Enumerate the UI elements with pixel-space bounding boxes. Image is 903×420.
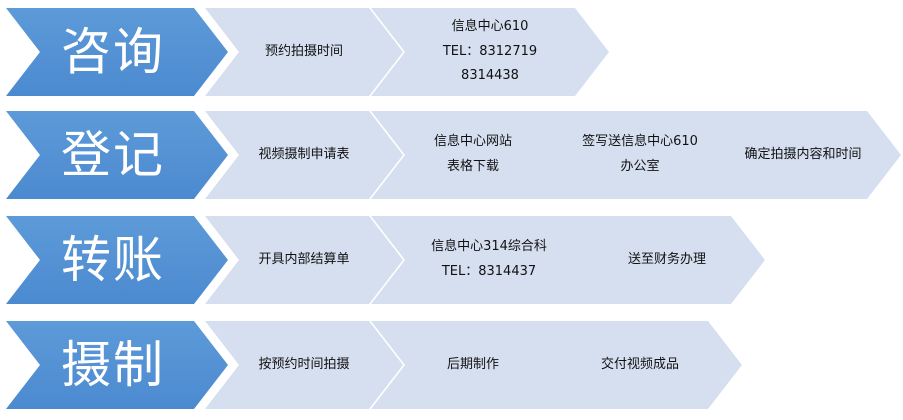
category-chevron: 转账 [6, 216, 228, 304]
category-label: 转账 [61, 231, 165, 289]
step-2-1: 视频摄制申请表 [205, 111, 403, 199]
step-text-line: 开具内部结算单 [258, 251, 350, 267]
step-text-line: 签写送信息中心610 [582, 134, 698, 150]
step-text-line: 视频摄制申请表 [258, 146, 350, 162]
step-text-line: 预约拍摄时间 [264, 43, 343, 59]
step-text-line: 按预约时间拍摄 [258, 356, 350, 372]
step-text-line: 交付视频成品 [600, 356, 679, 372]
step-3-1: 开具内部结算单 [205, 216, 403, 304]
step-text-line: 表格下载 [446, 159, 499, 174]
step-2-2: 信息中心网站表格下载 [371, 111, 575, 199]
step-4-2: 后期制作 [371, 321, 575, 409]
category-chevron: 登记 [6, 111, 228, 199]
step-text-line: 信息中心610 [451, 18, 529, 34]
step-text-line: 信息中心314综合科 [431, 239, 547, 255]
step-text-line: 8314438 [461, 68, 519, 84]
category-label: 咨询 [61, 23, 165, 81]
category-label: 登记 [61, 126, 165, 184]
step-text-line: 办公室 [620, 159, 660, 174]
step-text-line: TEL：8312719 [442, 43, 538, 59]
category-chevron: 咨询 [6, 8, 228, 96]
step-text-line: 后期制作 [446, 356, 499, 372]
step-3-2: 信息中心314综合科 TEL：8314437 [371, 216, 607, 304]
step-4-1: 按预约时间拍摄 [205, 321, 403, 409]
category-label: 摄制 [61, 336, 165, 394]
category-chevron: 摄制 [6, 321, 228, 409]
step-text-line: TEL：8314437 [441, 264, 537, 279]
step-1-1: 预约拍摄时间 [205, 8, 403, 96]
step-text-line: 确定拍摄内容和时间 [744, 146, 862, 162]
step-text-line: 送至财务办理 [627, 251, 706, 267]
step-4-3: 交付视频成品 [538, 321, 742, 409]
step-text-line: 信息中心网站 [433, 134, 512, 150]
